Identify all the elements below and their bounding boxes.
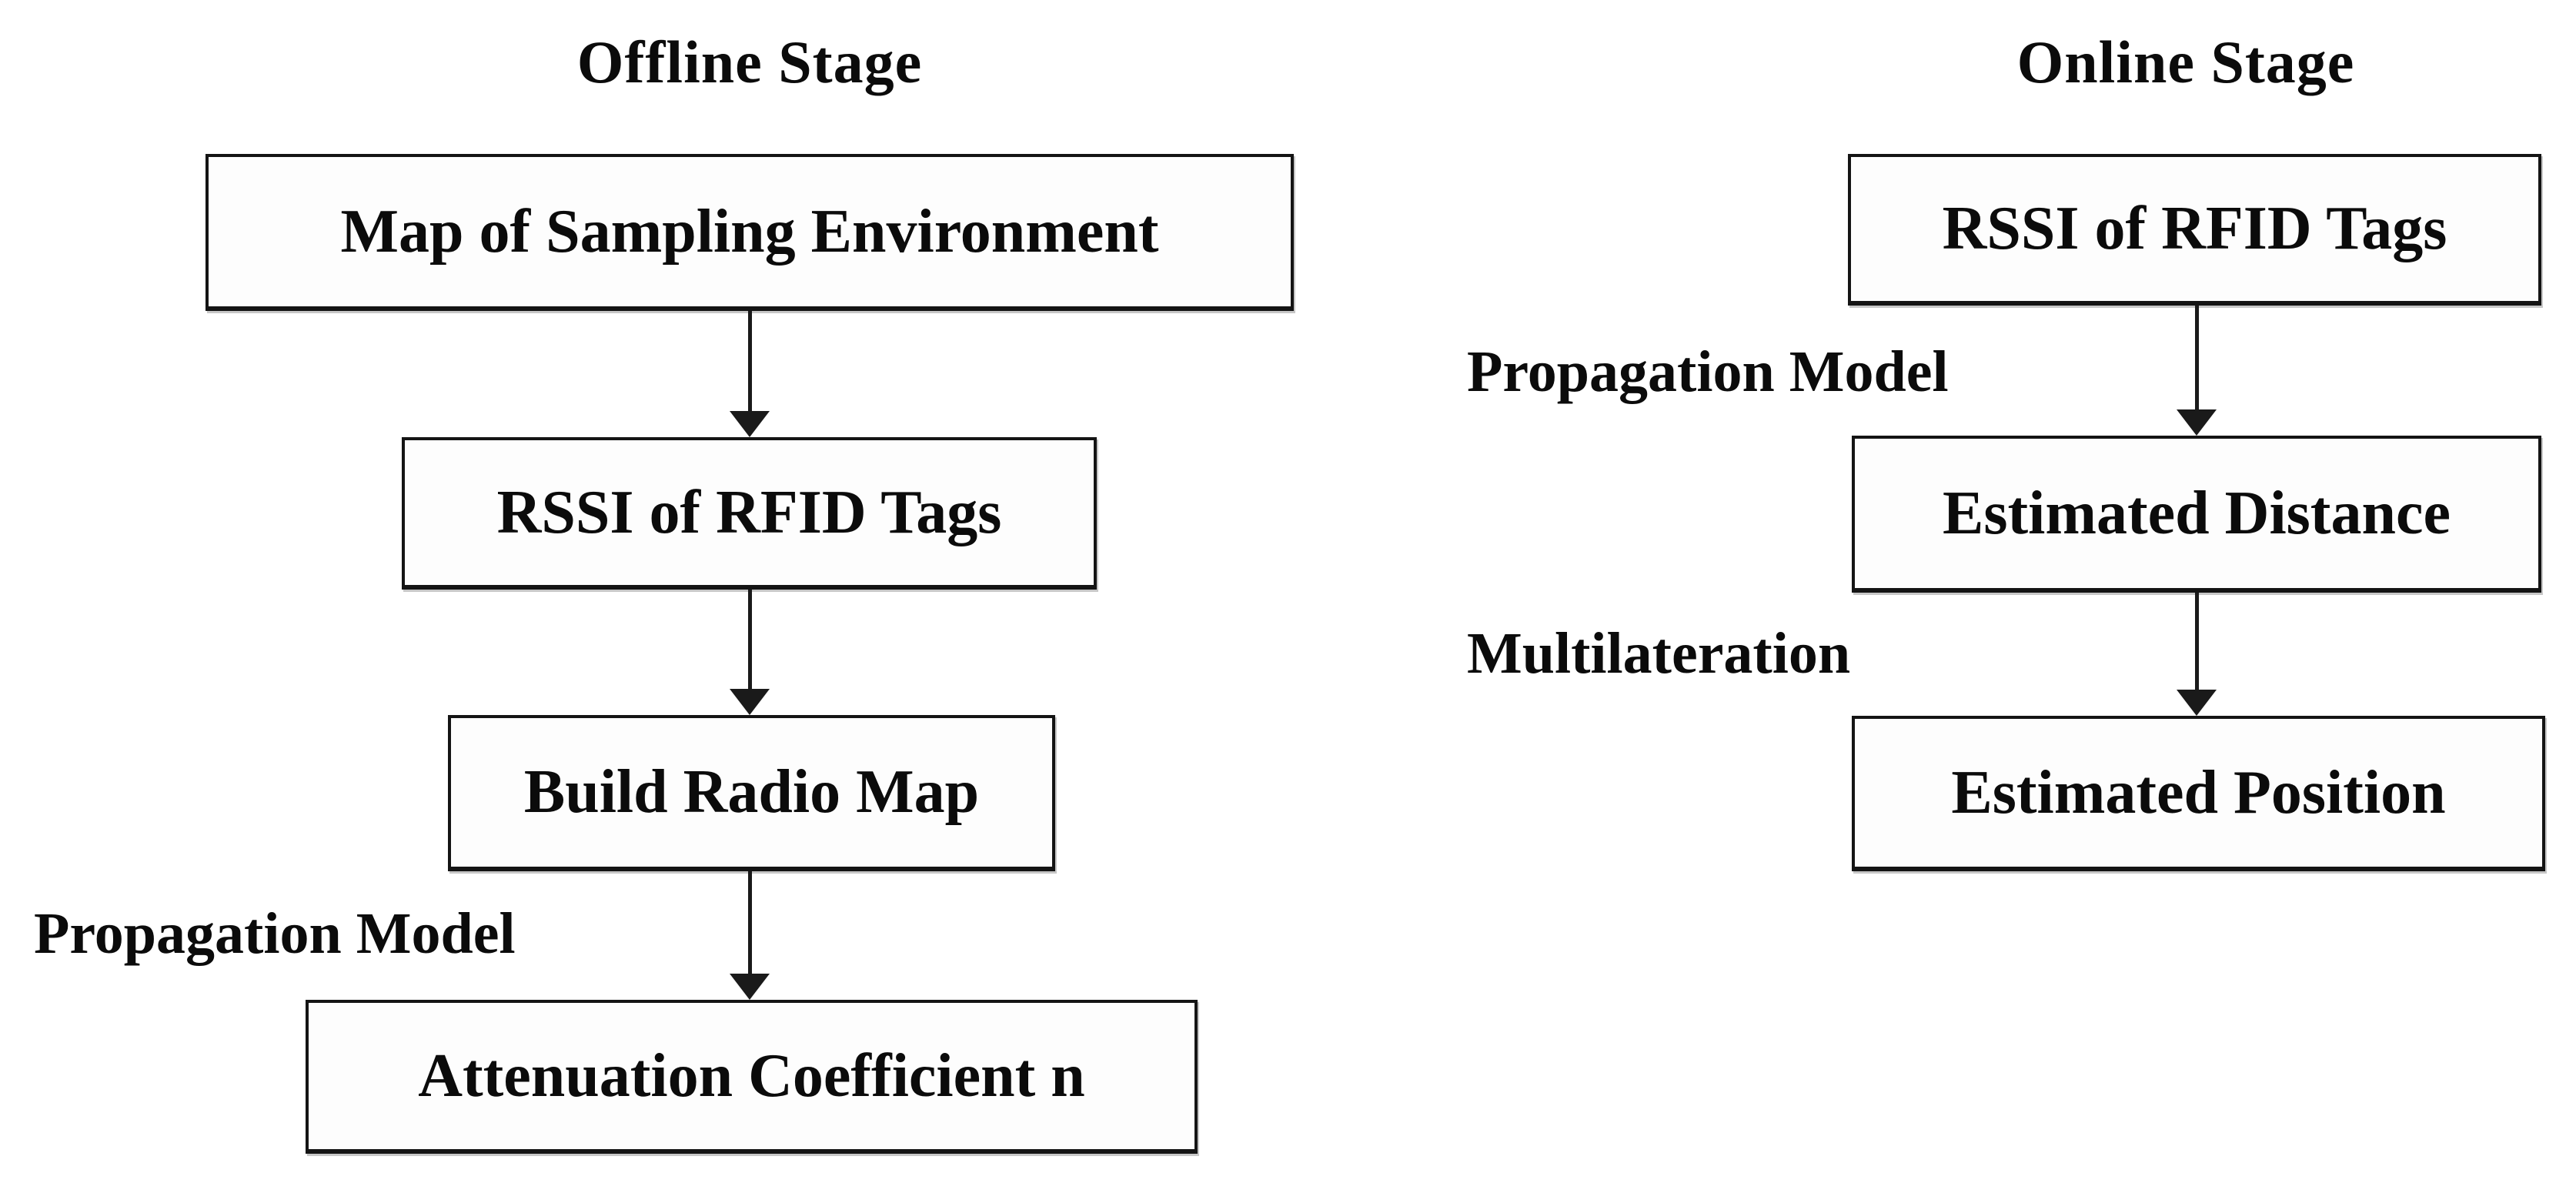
online-box-estimated-position-label: Estimated Position (1951, 758, 2446, 827)
arrow-head-icon (2177, 409, 2217, 436)
down-arrow-online-1 (2177, 306, 2217, 436)
online-box-estimated-distance: Estimated Distance (1852, 436, 2541, 593)
arrow-shaft (747, 590, 752, 689)
online-box-rssi-tags: RSSI of RFID Tags (1848, 154, 2541, 306)
arrow-head-icon (2177, 690, 2217, 716)
online-stage-title: Online Stage (2016, 28, 2355, 95)
down-arrow-offline-3 (730, 871, 770, 1000)
offline-box-build-radio-map-label: Build Radio Map (523, 758, 980, 826)
online-box-estimated-position: Estimated Position (1852, 716, 2545, 871)
online-box-estimated-distance-label: Estimated Distance (1943, 479, 2451, 547)
offline-box-rssi-tags-label: RSSI of RFID Tags (496, 478, 1002, 546)
arrow-shaft (2194, 593, 2199, 690)
online-propagation-model-label: Propagation Model (1467, 339, 1949, 404)
offline-box-build-radio-map: Build Radio Map (448, 715, 1055, 871)
down-arrow-online-2 (2177, 593, 2217, 716)
offline-box-map-environment: Map of Sampling Environment (205, 154, 1294, 311)
arrow-shaft (747, 311, 752, 411)
offline-propagation-model-label: Propagation Model (34, 901, 516, 966)
offline-stage-title: Offline Stage (576, 28, 923, 95)
arrow-head-icon (730, 974, 770, 1000)
arrow-shaft (747, 871, 752, 974)
online-box-rssi-tags-label: RSSI of RFID Tags (1942, 195, 2447, 262)
down-arrow-offline-1 (730, 311, 770, 437)
offline-box-rssi-tags: RSSI of RFID Tags (402, 437, 1097, 590)
offline-box-map-environment-label: Map of Sampling Environment (340, 197, 1159, 266)
offline-box-attenuation-coefficient: Attenuation Coefficient n (306, 1000, 1198, 1154)
online-multilateration-label: Multilateration (1467, 621, 1851, 686)
arrow-shaft (2194, 306, 2199, 409)
arrow-head-icon (730, 411, 770, 437)
down-arrow-offline-2 (730, 590, 770, 715)
arrow-head-icon (730, 689, 770, 715)
offline-box-attenuation-coefficient-label: Attenuation Coefficient n (418, 1041, 1085, 1110)
